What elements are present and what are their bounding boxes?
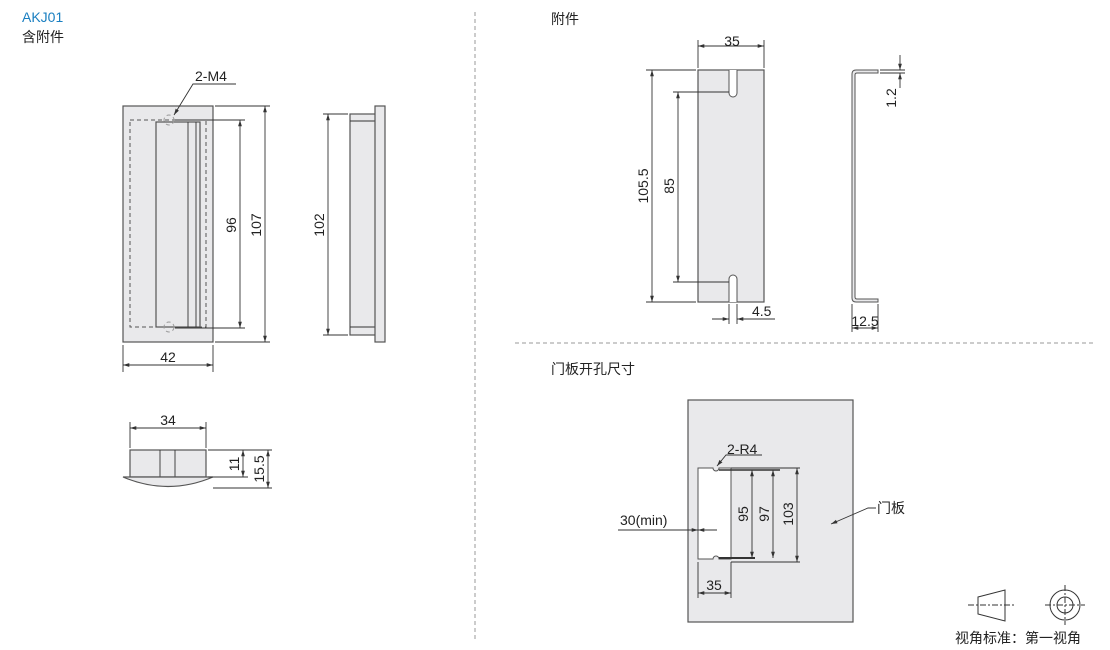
dim-35-accessory: 35 bbox=[724, 33, 740, 49]
radius-label: 2-R4 bbox=[727, 441, 758, 457]
dim-4-5: 4.5 bbox=[752, 303, 772, 319]
dim-12-5: 12.5 bbox=[851, 313, 878, 329]
front-view bbox=[122, 83, 270, 372]
bottom-view bbox=[122, 422, 272, 489]
dim-1-2: 1.2 bbox=[883, 88, 899, 108]
accessory-heading: 附件 bbox=[551, 11, 579, 27]
dim-102: 102 bbox=[311, 213, 327, 237]
first-angle-projection-icon bbox=[968, 585, 1085, 625]
projection-label: 视角标准：第一视角 bbox=[955, 630, 1081, 646]
model-code: AKJ01 bbox=[22, 9, 63, 25]
thread-label: 2-M4 bbox=[195, 68, 227, 84]
dim-107: 107 bbox=[248, 213, 264, 237]
cutout-heading: 门板开孔尺寸 bbox=[551, 361, 635, 377]
accessory-plate bbox=[646, 40, 775, 324]
model-subtitle: 含附件 bbox=[22, 29, 64, 45]
accessory-profile bbox=[851, 55, 905, 332]
dim-85: 85 bbox=[661, 178, 677, 194]
dim-35-cutout: 35 bbox=[706, 577, 722, 593]
dim-30-min: 30(min) bbox=[620, 512, 667, 528]
dim-103: 103 bbox=[780, 502, 796, 526]
dim-34: 34 bbox=[160, 412, 176, 428]
panel-label: 门板 bbox=[877, 500, 905, 516]
dim-95: 95 bbox=[735, 506, 751, 522]
door-panel bbox=[618, 399, 876, 623]
dim-15-5: 15.5 bbox=[251, 455, 267, 482]
dim-96: 96 bbox=[223, 217, 239, 233]
dim-42: 42 bbox=[160, 349, 176, 365]
side-view bbox=[323, 105, 386, 343]
dim-97: 97 bbox=[756, 506, 772, 522]
dim-105-5: 105.5 bbox=[635, 168, 651, 203]
dim-11: 11 bbox=[226, 457, 242, 472]
